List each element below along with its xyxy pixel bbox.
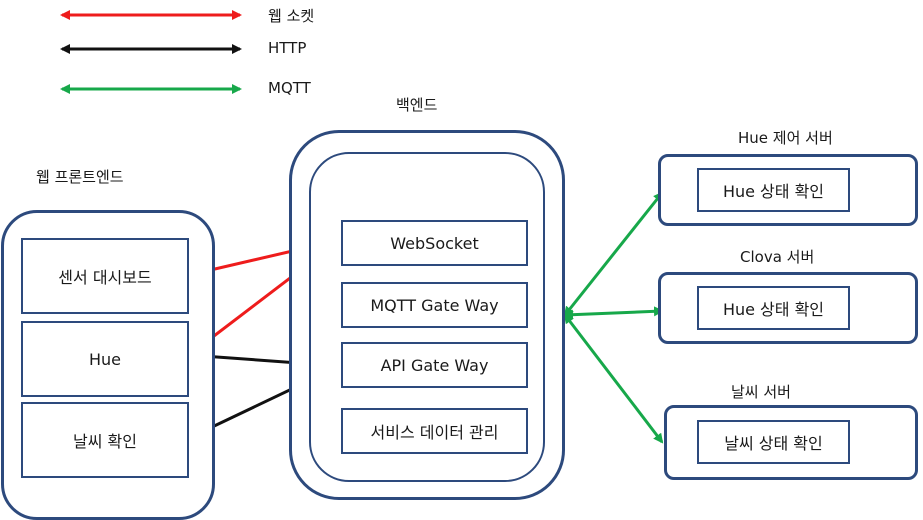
- legend-websocket-label: 웹 소켓: [268, 7, 315, 25]
- weather-server-item: 날씨 상태 확인: [697, 420, 850, 464]
- weather-server-title: 날씨 서버: [731, 383, 791, 401]
- frontend-item-weather: 날씨 확인: [21, 402, 189, 478]
- hue-server-item: Hue 상태 확인: [697, 168, 850, 212]
- legend-mqtt-label: MQTT: [268, 79, 311, 97]
- frontend-item-hue: Hue: [21, 321, 189, 397]
- backend-item-service-data: 서비스 데이터 관리: [341, 408, 528, 454]
- backend-item-websocket: WebSocket: [341, 220, 528, 266]
- backend-item-api-gateway: API Gate Way: [341, 342, 528, 388]
- mqtt-weather-server-arrow: [563, 313, 664, 444]
- clova-server-item: Hue 상태 확인: [697, 286, 850, 330]
- mqtt-clova-server-arrow: [563, 306, 664, 320]
- backend-item-mqtt-gateway: MQTT Gate Way: [341, 282, 528, 328]
- backend-title: 백엔드: [396, 96, 438, 114]
- clova-server-title: Clova 서버: [740, 248, 815, 266]
- mqtt-hue-server-arrow: [563, 191, 664, 317]
- legend-http-label: HTTP: [268, 39, 307, 57]
- frontend-item-sensor-dashboard: 센서 대시보드: [21, 238, 189, 314]
- hue-server-title: Hue 제어 서버: [738, 129, 833, 147]
- frontend-title: 웹 프론트엔드: [36, 168, 124, 186]
